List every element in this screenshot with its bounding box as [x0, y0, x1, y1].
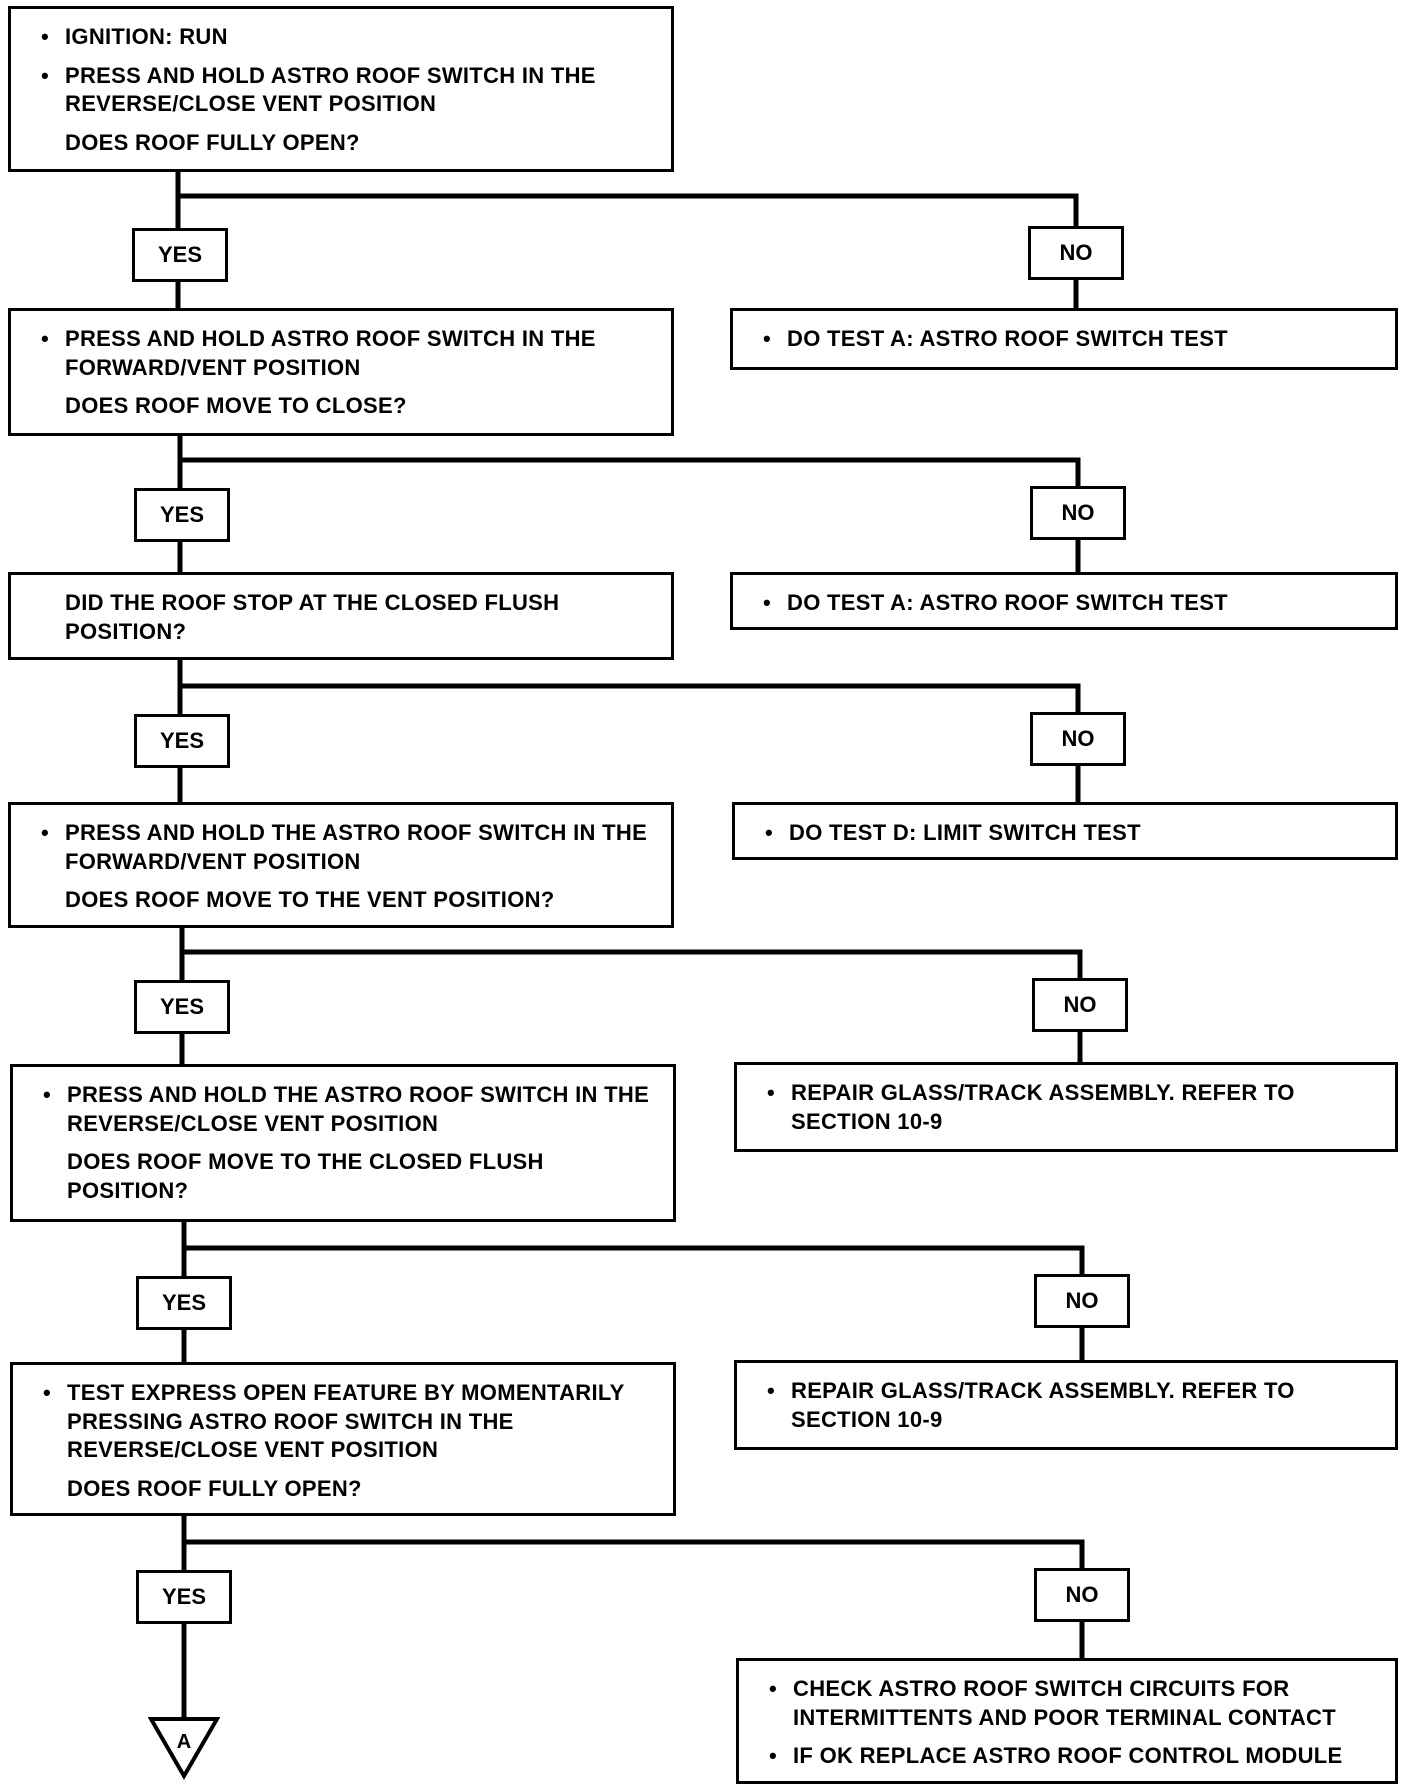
step-box-5: PRESS AND HOLD THE ASTRO ROOF SWITCH IN …: [10, 1064, 676, 1222]
bullet-line: DO TEST A: ASTRO ROOF SWITCH TEST: [759, 325, 1377, 354]
question-line: DOES ROOF FULLY OPEN?: [67, 1475, 362, 1501]
no-action-box-3: DO TEST D: LIMIT SWITCH TEST: [732, 802, 1398, 860]
offpage-connector-a: A: [148, 1717, 220, 1780]
yes-label: YES: [134, 488, 230, 542]
yes-label: YES: [134, 714, 230, 768]
step-box-2: PRESS AND HOLD ASTRO ROOF SWITCH IN THE …: [8, 308, 674, 436]
yes-label: YES: [136, 1570, 232, 1624]
question-line: DOES ROOF MOVE TO CLOSE?: [65, 393, 407, 419]
connector-label: A: [177, 1731, 191, 1753]
no-label: NO: [1028, 226, 1124, 280]
bullet-line: DO TEST D: LIMIT SWITCH TEST: [761, 819, 1377, 848]
no-action-box-2: DO TEST A: ASTRO ROOF SWITCH TEST: [730, 572, 1398, 630]
yes-label: YES: [132, 228, 228, 282]
bullet-line: TEST EXPRESS OPEN FEATURE BY MOMENTARILY…: [39, 1379, 655, 1465]
question-line: DID THE ROOF STOP AT THE CLOSED FLUSH PO…: [65, 590, 560, 644]
bullet-line: PRESS AND HOLD ASTRO ROOF SWITCH IN THE …: [37, 325, 653, 382]
connector-triangle: [148, 1717, 220, 1780]
bullet-line: PRESS AND HOLD THE ASTRO ROOF SWITCH IN …: [37, 819, 653, 876]
bullet-line: DO TEST A: ASTRO ROOF SWITCH TEST: [759, 589, 1377, 618]
bullet-line: PRESS AND HOLD THE ASTRO ROOF SWITCH IN …: [39, 1081, 655, 1138]
step-box-4: PRESS AND HOLD THE ASTRO ROOF SWITCH IN …: [8, 802, 674, 928]
no-action-box-1: DO TEST A: ASTRO ROOF SWITCH TEST: [730, 308, 1398, 370]
question-line: DOES ROOF MOVE TO THE CLOSED FLUSH POSIT…: [67, 1149, 544, 1203]
bullet-line: PRESS AND HOLD ASTRO ROOF SWITCH IN THE …: [37, 62, 653, 119]
bullet-line: IF OK REPLACE ASTRO ROOF CONTROL MODULE: [765, 1742, 1377, 1771]
no-label: NO: [1034, 1274, 1130, 1328]
step-box-1: IGNITION: RUN PRESS AND HOLD ASTRO ROOF S…: [8, 6, 674, 172]
no-label: NO: [1030, 712, 1126, 766]
question-line: DOES ROOF MOVE TO THE VENT POSITION?: [65, 887, 555, 913]
yes-label: YES: [134, 980, 230, 1034]
step-box-3: DID THE ROOF STOP AT THE CLOSED FLUSH PO…: [8, 572, 674, 660]
question-line: DOES ROOF FULLY OPEN?: [65, 129, 360, 155]
no-label: NO: [1030, 486, 1126, 540]
yes-label: YES: [136, 1276, 232, 1330]
no-label: NO: [1034, 1568, 1130, 1622]
no-action-box-5: REPAIR GLASS/TRACK ASSEMBLY. REFER TO SE…: [734, 1360, 1398, 1450]
bullet-line: REPAIR GLASS/TRACK ASSEMBLY. REFER TO SE…: [763, 1377, 1377, 1434]
bullet-line: CHECK ASTRO ROOF SWITCH CIRCUITS FOR INT…: [765, 1675, 1377, 1732]
bullet-line: REPAIR GLASS/TRACK ASSEMBLY. REFER TO SE…: [763, 1079, 1377, 1136]
no-action-box-4: REPAIR GLASS/TRACK ASSEMBLY. REFER TO SE…: [734, 1062, 1398, 1152]
bullet-line: IGNITION: RUN: [37, 23, 653, 52]
no-label: NO: [1032, 978, 1128, 1032]
no-action-box-6: CHECK ASTRO ROOF SWITCH CIRCUITS FOR INT…: [736, 1658, 1398, 1784]
step-box-6: TEST EXPRESS OPEN FEATURE BY MOMENTARILY…: [10, 1362, 676, 1516]
